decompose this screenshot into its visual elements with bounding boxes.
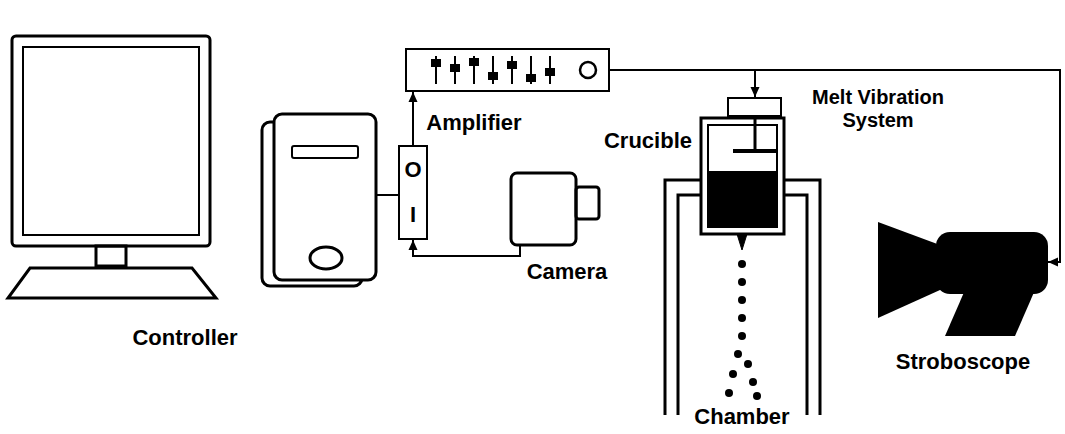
switch-symbol: I	[410, 203, 416, 227]
signal-connector	[610, 70, 1060, 267]
crucible-inner	[708, 125, 777, 227]
signal-connector	[376, 195, 398, 196]
stroboscope: Stroboscope	[876, 220, 1048, 338]
stroboscope-body	[936, 232, 1048, 294]
droplet	[738, 314, 746, 322]
slider-knob	[527, 75, 535, 81]
droplet	[734, 350, 742, 358]
droplet	[738, 260, 746, 268]
droplet	[738, 278, 746, 286]
monitor-frame	[12, 36, 210, 246]
amplifier-controls	[432, 56, 596, 84]
arrowhead	[751, 87, 760, 97]
slider-knob	[489, 73, 497, 79]
part-label: Crucible	[604, 128, 692, 153]
part-label: Chamber	[694, 404, 789, 429]
slider-knob	[432, 60, 440, 66]
slider-knob	[508, 62, 516, 68]
crucible: Crucible	[700, 117, 785, 235]
signal-connector	[610, 70, 760, 97]
tower-front	[274, 114, 376, 280]
arrowhead	[1048, 258, 1058, 267]
nozzle	[737, 234, 747, 250]
amplifier-box: Amplifier	[405, 48, 610, 92]
connector-line	[376, 194, 398, 196]
part-label: Stroboscope	[896, 349, 1030, 374]
monitor-neck	[96, 246, 126, 266]
droplet	[744, 360, 752, 368]
drive-slot	[292, 146, 358, 158]
droplet	[738, 296, 746, 304]
amplifier-knob	[580, 62, 596, 78]
slider-knob	[546, 69, 554, 75]
camera: Camera	[510, 172, 600, 246]
part-label: Controller	[132, 325, 237, 350]
connector-line	[610, 70, 1060, 262]
droplets	[725, 260, 761, 400]
power-button	[310, 247, 342, 269]
droplet	[729, 370, 737, 378]
part-label: Melt Vibration System	[793, 86, 963, 132]
slider-knob	[470, 59, 478, 65]
keyboard	[8, 268, 216, 298]
connector-line	[413, 240, 520, 256]
switch-symbol: O	[404, 158, 421, 182]
crucible-outer	[701, 118, 784, 234]
vibration-rod	[754, 117, 757, 150]
droplet	[749, 378, 757, 386]
signal-connector	[409, 92, 418, 145]
switch-box: OI	[398, 145, 428, 240]
vibration-plate	[733, 149, 777, 153]
stroboscope-cone	[878, 222, 940, 318]
computer-tower	[262, 114, 376, 286]
camera-lens	[576, 187, 599, 219]
arrowhead	[409, 240, 418, 250]
vibration-box: Melt Vibration System	[727, 97, 782, 117]
droplet	[738, 332, 746, 340]
droplet	[725, 389, 733, 397]
camera-illustration	[511, 173, 599, 245]
stroboscope-handle	[945, 290, 1035, 336]
chamber: Chamber	[663, 178, 822, 418]
part-label: Amplifier	[426, 110, 521, 135]
droplet	[753, 392, 761, 400]
signal-connector	[409, 240, 521, 256]
slider-knob	[451, 65, 459, 71]
crucible-illustration	[701, 117, 784, 250]
controller-unit: Controller	[8, 33, 376, 303]
slider	[511, 56, 513, 84]
monitor	[8, 36, 216, 298]
part-label: Camera	[527, 259, 608, 284]
monitor-screen	[23, 47, 199, 235]
melt	[708, 172, 777, 227]
arrowhead	[409, 92, 418, 102]
connector-line	[610, 70, 755, 97]
stroboscope-illustration	[878, 222, 1048, 336]
camera-body	[511, 173, 576, 245]
